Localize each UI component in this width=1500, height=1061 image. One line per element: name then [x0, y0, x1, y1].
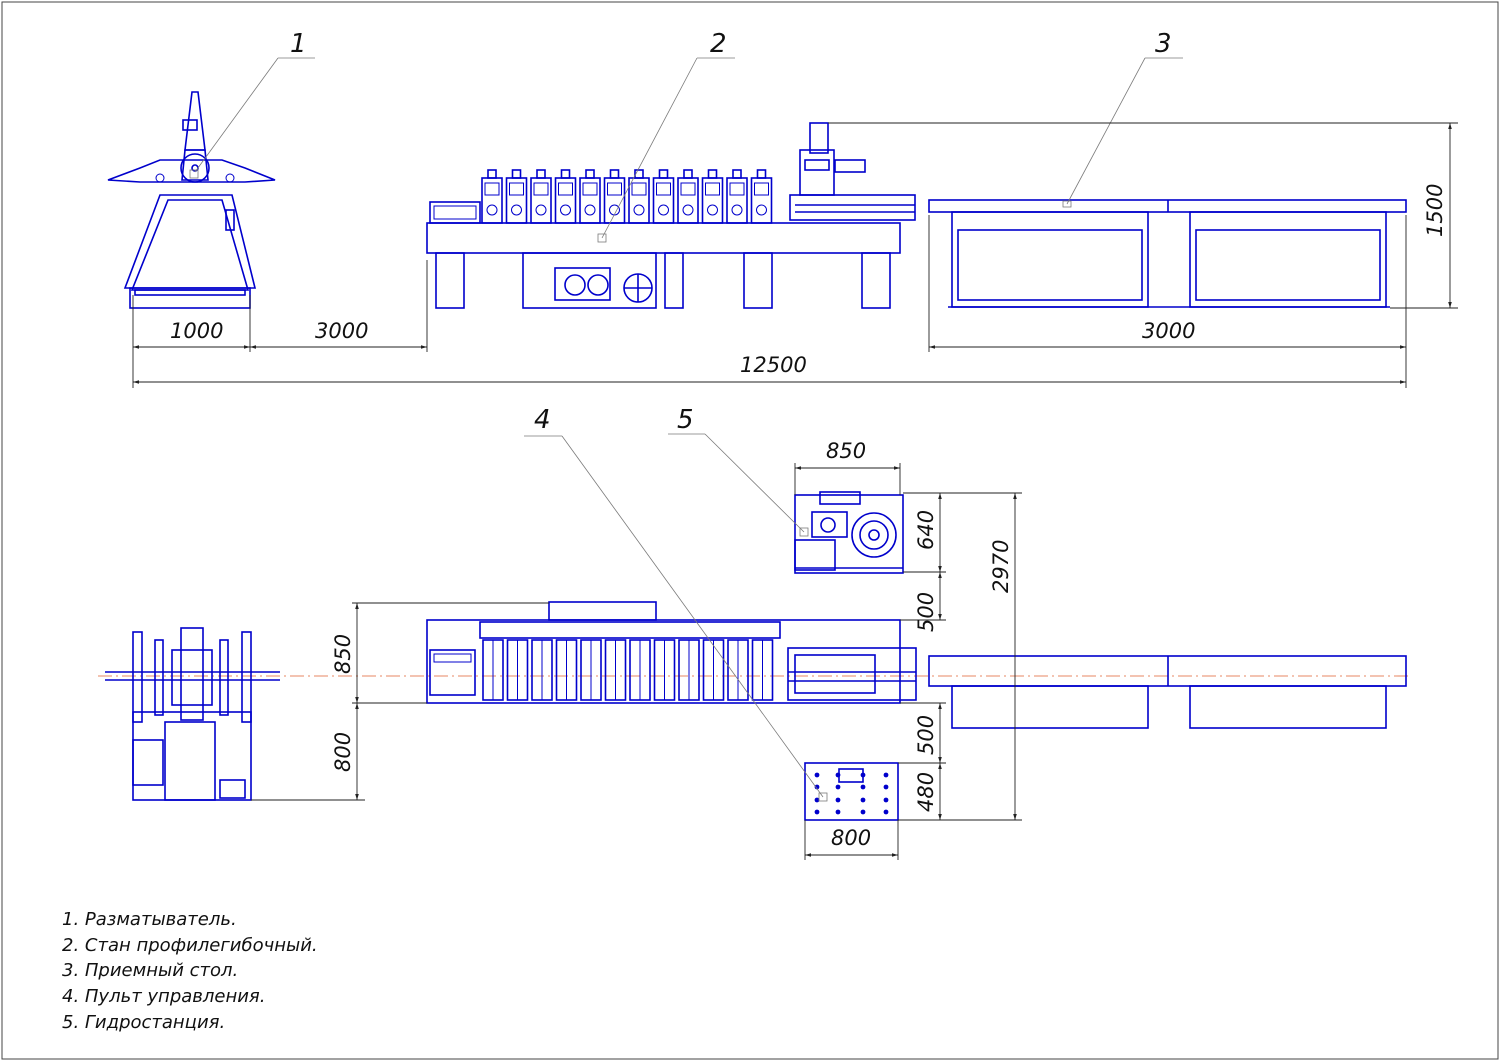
dim-480: 480 — [914, 772, 938, 812]
callout-2: 2 — [710, 29, 727, 59]
forming-stand — [677, 169, 699, 224]
uncoiler-elevation — [107, 91, 276, 309]
panel-button — [860, 809, 866, 815]
callout-3: 3 — [1155, 29, 1172, 59]
forming-stand-plan — [506, 639, 529, 701]
dim-850-side: 850 — [331, 634, 355, 674]
forming-stand-plan — [531, 639, 553, 701]
dim-500-lower: 500 — [914, 715, 938, 755]
dim-800-side: 800 — [331, 732, 355, 772]
forming-stand — [554, 169, 577, 224]
panel-button — [860, 772, 866, 778]
dimension-lines — [132, 122, 1458, 860]
legend-item-4: 4. Пульт управления. — [62, 986, 265, 1007]
legend-item-1: 1. Разматыватель. — [62, 909, 237, 930]
panel-button — [835, 784, 841, 790]
panel-button — [860, 784, 866, 790]
forming-stand — [750, 169, 773, 224]
dim-850-top: 850 — [826, 439, 866, 463]
callout-1: 1 — [290, 29, 307, 59]
receiving-table-elevation — [928, 199, 1407, 308]
panel-button — [883, 809, 889, 815]
forming-stand-plan — [653, 639, 676, 701]
forming-stand-plan — [751, 639, 774, 701]
panel-button — [835, 797, 841, 803]
forming-stand-plan — [604, 639, 627, 701]
forming-stand — [701, 169, 724, 224]
dim-500-upper: 500 — [914, 592, 938, 632]
leaders — [194, 57, 1183, 798]
panel-button — [814, 772, 820, 778]
panel-button — [814, 809, 820, 815]
panel-button — [814, 797, 820, 803]
roll-forming-mill-elevation — [426, 122, 916, 309]
panel-button — [883, 797, 889, 803]
forming-stand — [628, 169, 650, 224]
hydraulic-station — [794, 491, 904, 574]
forming-stand — [726, 169, 748, 224]
dim-2970: 2970 — [989, 540, 1013, 593]
forming-stand-plan — [702, 639, 725, 701]
dim-800-bottom: 800 — [831, 826, 871, 850]
dim-1500: 1500 — [1423, 184, 1447, 237]
forming-stand-plan — [555, 639, 578, 701]
dim-12500: 12500 — [740, 353, 807, 377]
control-panel — [804, 762, 899, 821]
panel-button — [835, 809, 841, 815]
panel-button — [883, 784, 889, 790]
panel-button — [860, 797, 866, 803]
callout-4: 4 — [534, 405, 551, 435]
forming-stand — [579, 169, 601, 224]
panel-button — [814, 784, 820, 790]
dim-640: 640 — [914, 510, 938, 550]
forming-stand-plan — [678, 639, 700, 701]
forming-stand-plan — [727, 639, 749, 701]
forming-stand — [481, 169, 503, 224]
forming-stand-plan — [629, 639, 651, 701]
forming-stand — [530, 169, 552, 224]
forming-stand-plan — [580, 639, 602, 701]
panel-button — [883, 772, 889, 778]
dim-3000-table: 3000 — [1142, 319, 1195, 343]
forming-stand-plan — [482, 639, 504, 701]
legend-item-5: 5. Гидростанция. — [62, 1012, 225, 1033]
receiving-table-plan — [928, 655, 1407, 729]
forming-stand — [505, 169, 528, 224]
panel-button — [835, 772, 841, 778]
legend-item-3: 3. Приемный стол. — [62, 960, 238, 981]
dim-1000: 1000 — [170, 319, 223, 343]
roll-forming-mill-plan — [426, 601, 917, 704]
uncoiler-plan — [105, 627, 280, 801]
callout-5: 5 — [677, 405, 694, 435]
legend-item-2: 2. Стан профилегибочный. — [62, 935, 318, 956]
forming-stand — [652, 169, 675, 224]
dim-3000-gap: 3000 — [315, 319, 368, 343]
